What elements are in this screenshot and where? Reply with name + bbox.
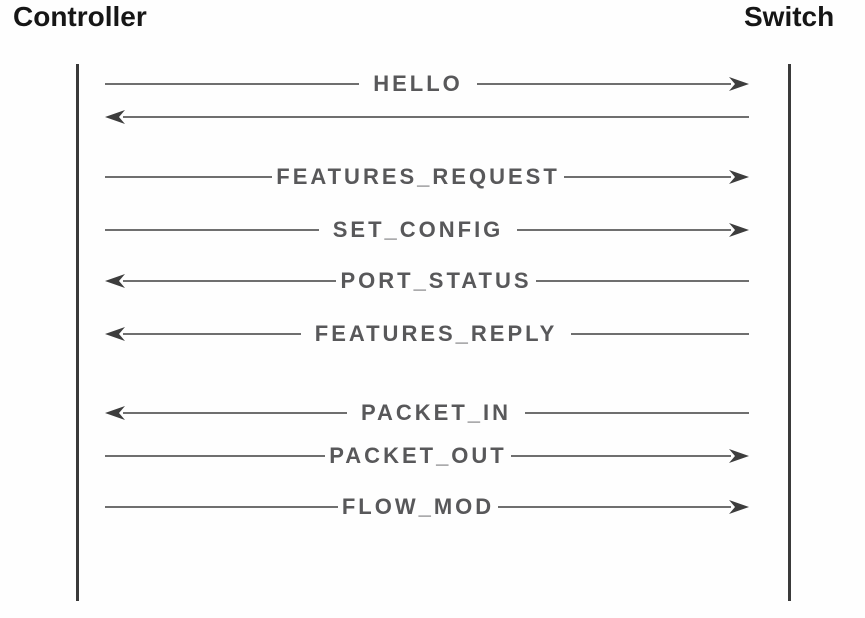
message-line <box>123 116 749 118</box>
arrowhead-right-icon <box>729 223 750 237</box>
message-hello-reply <box>105 104 749 130</box>
message-line <box>476 83 731 85</box>
message-line <box>105 455 326 457</box>
arrowhead-right-icon <box>729 77 749 91</box>
arrowhead-right-icon <box>729 500 750 514</box>
message-line <box>105 506 338 508</box>
message-features-request: FEATURES_REQUEST <box>105 164 750 190</box>
message-hello: HELLO <box>105 71 749 97</box>
arrowhead-left-icon <box>105 274 125 288</box>
message-line <box>517 229 732 231</box>
message-line <box>105 229 319 231</box>
arrowhead-right-icon <box>729 449 749 463</box>
controller-lifeline <box>76 64 79 601</box>
arrowhead-left-icon <box>105 110 125 124</box>
arrowhead-left-icon <box>105 406 125 420</box>
message-label: FEATURES_REQUEST <box>276 164 560 189</box>
message-line <box>123 333 301 335</box>
message-line <box>498 506 732 508</box>
message-line <box>563 176 732 178</box>
message-line <box>123 412 347 414</box>
arrowhead-left-icon <box>105 327 125 341</box>
message-line <box>123 280 337 282</box>
message-features-reply: FEATURES_REPLY <box>105 321 749 347</box>
message-label: HELLO <box>373 71 463 96</box>
message-packet-in: PACKET_IN <box>105 400 749 426</box>
message-line <box>525 412 749 414</box>
switch-lifeline <box>788 64 791 601</box>
message-label: PACKET_OUT <box>329 443 507 468</box>
message-port-status: PORT_STATUS <box>105 268 749 294</box>
message-line <box>510 455 731 457</box>
actor-controller-label: Controller <box>13 1 147 32</box>
message-set-config: SET_CONFIG <box>105 217 750 243</box>
message-label: FLOW_MOD <box>341 494 495 519</box>
message-line <box>571 333 749 335</box>
message-flow-mod: FLOW_MOD <box>105 494 750 520</box>
message-label: FEATURES_REPLY <box>314 321 558 346</box>
message-line <box>105 83 360 85</box>
message-label: SET_CONFIG <box>332 217 504 242</box>
message-label: PORT_STATUS <box>340 268 532 293</box>
message-label: PACKET_IN <box>360 400 512 425</box>
arrowhead-right-icon <box>729 170 750 184</box>
message-line <box>535 280 749 282</box>
actor-switch-label: Switch <box>744 1 835 32</box>
message-line <box>105 176 273 178</box>
message-packet-out: PACKET_OUT <box>105 443 749 469</box>
